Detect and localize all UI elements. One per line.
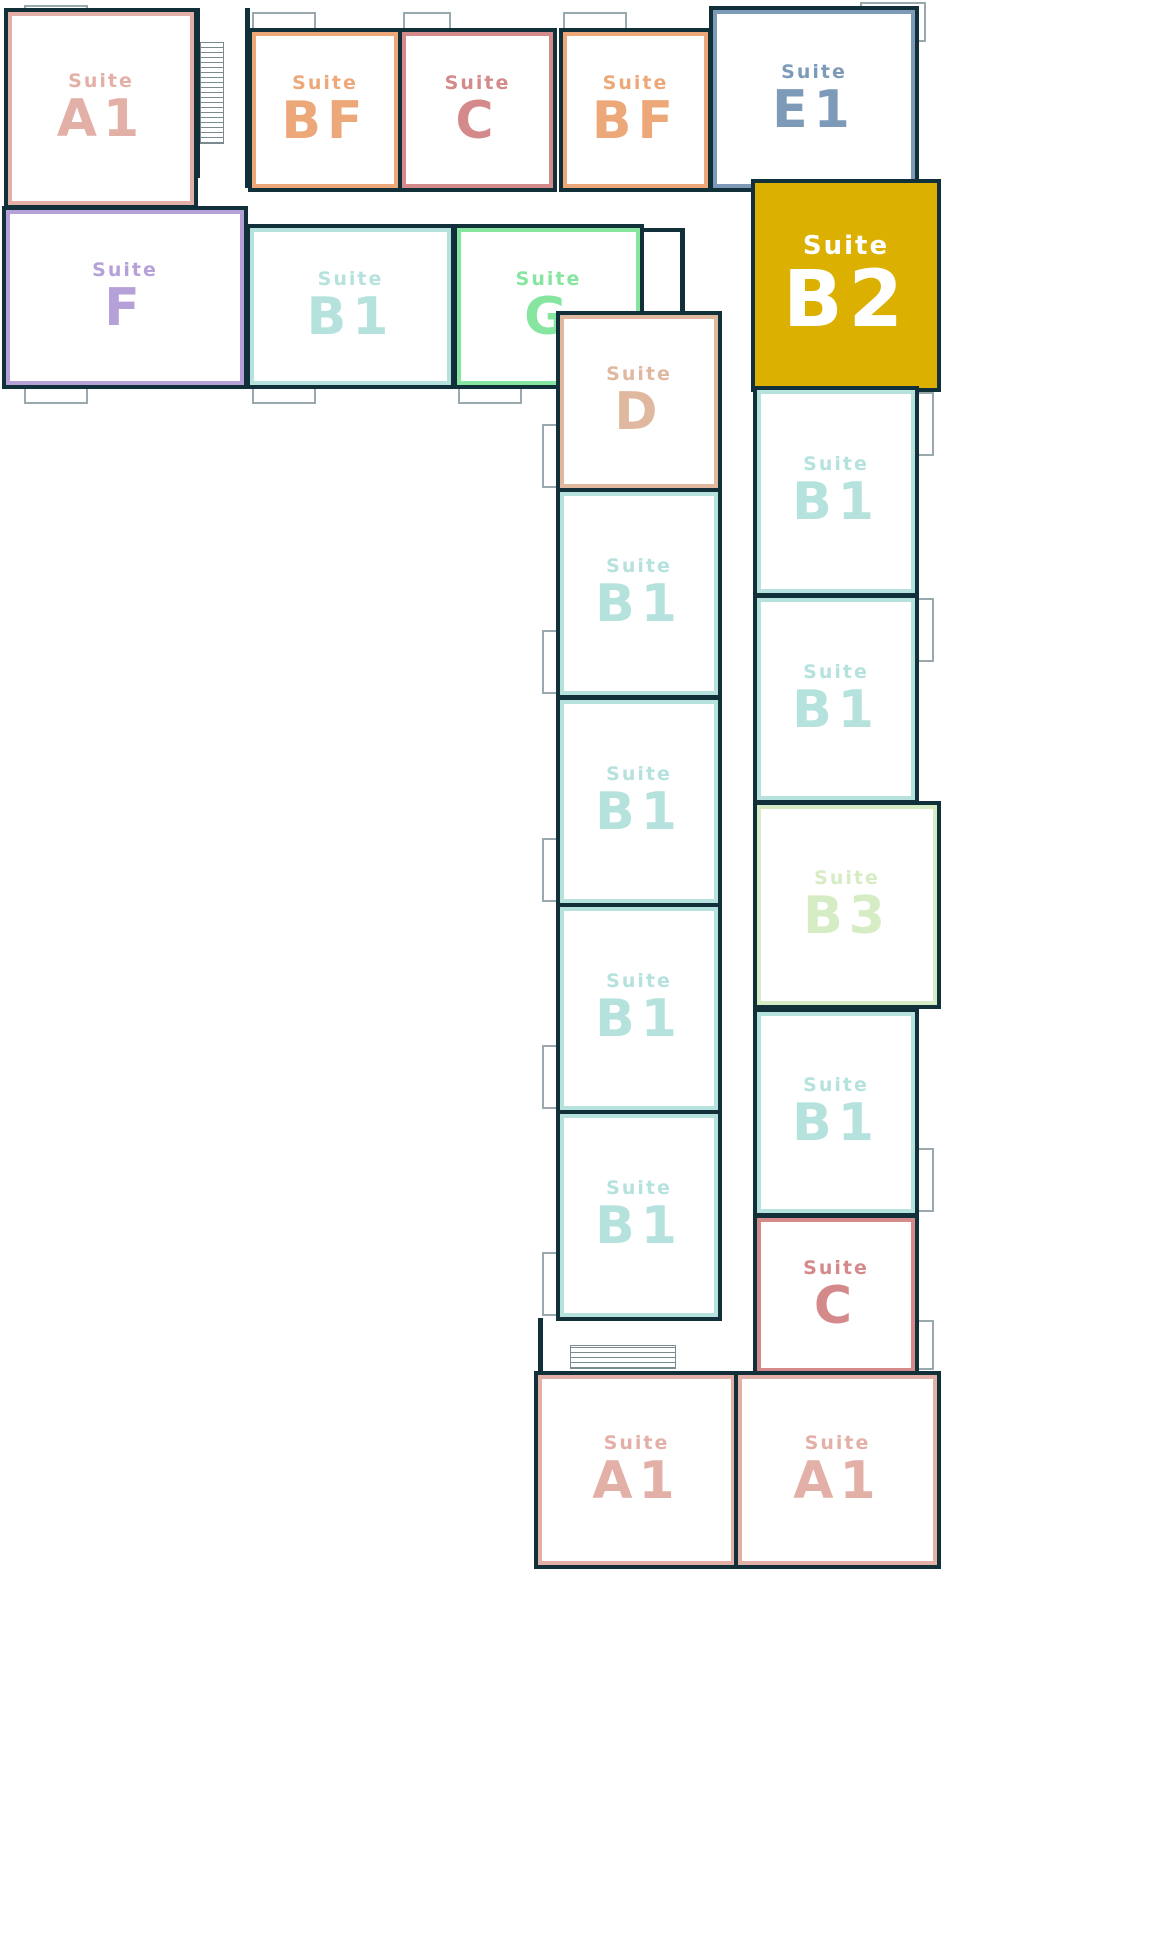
suite-prefix: Suite	[803, 453, 869, 475]
suite-prefix: Suite	[92, 259, 158, 281]
suite-prefix: Suite	[603, 1431, 670, 1454]
suite-code: E1	[772, 79, 856, 140]
suite-code: BF	[591, 90, 680, 151]
suite-code: C	[813, 1275, 859, 1336]
suite-prefix: Suite	[606, 970, 672, 992]
suite-prefix: Suite	[803, 1256, 869, 1279]
suite-code: B1	[306, 287, 395, 347]
suite-code: B1	[792, 1093, 880, 1153]
suite-code: A1	[56, 89, 146, 149]
suite-code: A1	[793, 1450, 882, 1511]
balcony	[252, 12, 316, 34]
corridor-wall	[680, 228, 685, 363]
suite-code: B1	[792, 472, 880, 532]
suite-code: B1	[595, 574, 683, 634]
suite-prefix: Suite	[814, 866, 880, 889]
suite-code: B1	[792, 679, 880, 740]
stairs-bottom	[570, 1345, 676, 1369]
suite-prefix: Suite	[317, 268, 384, 290]
corridor-wall	[642, 228, 684, 232]
suite-code: C	[455, 90, 500, 151]
suite-prefix: Suite	[606, 1177, 672, 1199]
suite-code: D	[614, 382, 664, 442]
suite-prefix: Suite	[515, 268, 582, 290]
suite-prefix: Suite	[804, 1431, 871, 1454]
suite-prefix: Suite	[803, 1074, 869, 1096]
suite-prefix: Suite	[781, 60, 847, 83]
suite-prefix: Suite	[68, 70, 134, 92]
suite-prefix: Suite	[802, 230, 890, 261]
suite-code: B3	[803, 885, 891, 946]
suite-code: B2	[783, 254, 909, 345]
suite-prefix: Suite	[606, 363, 672, 385]
suite-code: B1	[595, 989, 683, 1049]
suite-code: BF	[281, 90, 369, 151]
suite-code: B1	[595, 1196, 683, 1256]
stairs-top	[200, 42, 224, 144]
corridor-wall	[538, 1318, 543, 1373]
suite-prefix: Suite	[803, 660, 869, 683]
suite-code: F	[104, 278, 146, 338]
suite-prefix: Suite	[606, 555, 672, 577]
suite-prefix: Suite	[602, 71, 669, 94]
suite-prefix: Suite	[606, 763, 672, 785]
suite-code: G	[524, 287, 573, 347]
balcony	[563, 12, 627, 34]
corridor-wall	[195, 8, 200, 178]
balcony	[403, 12, 451, 34]
suite-code: A1	[592, 1450, 681, 1511]
suite-prefix: Suite	[444, 71, 511, 94]
suite-prefix: Suite	[292, 71, 358, 94]
corridor-wall	[245, 8, 250, 188]
suite-code: B1	[595, 782, 683, 842]
